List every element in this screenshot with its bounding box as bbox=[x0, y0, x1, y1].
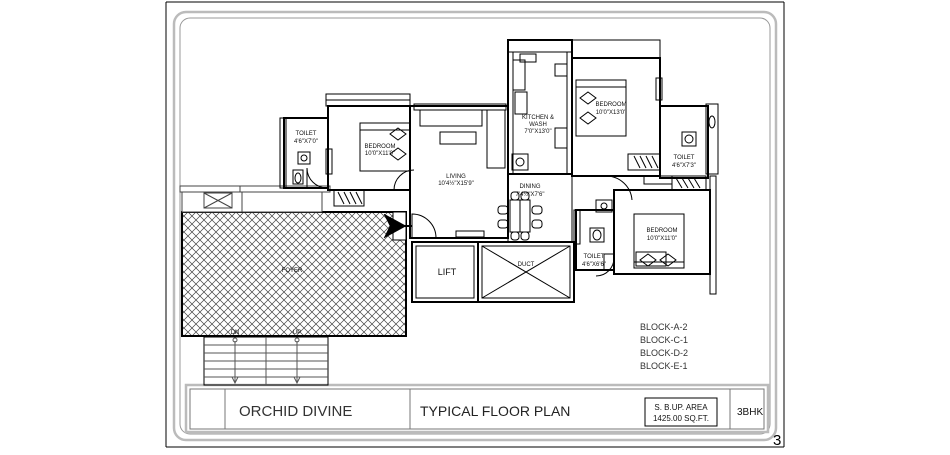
kitchen-size: 7'0"X13'0" bbox=[524, 129, 551, 135]
toilet3-size: 4'6"X6'6" bbox=[582, 262, 606, 268]
staircase bbox=[203, 336, 329, 386]
dining-area bbox=[497, 173, 573, 243]
bedroom2-size: 10'0"X13'0" bbox=[596, 110, 627, 116]
foyer-terrace bbox=[179, 185, 407, 337]
dining-name: DINING bbox=[520, 184, 541, 190]
area-line1: S. B.UP. AREA bbox=[654, 403, 708, 412]
block-1: BLOCK-A-2 bbox=[640, 322, 688, 332]
living-name: LIVING bbox=[446, 174, 466, 180]
living-size: 10'4½"X15'9" bbox=[438, 180, 474, 187]
foyer-label: FOYER bbox=[282, 268, 303, 274]
kitchen-name2: WASH bbox=[529, 122, 547, 128]
project-name: ORCHID DIVINE bbox=[239, 403, 352, 420]
unit-type: 3BHK bbox=[737, 407, 763, 418]
bedroom1-name: BEDROOM bbox=[364, 144, 395, 150]
bedroom2-name: BEDROOM bbox=[595, 102, 626, 108]
toilet1-size: 4'6"X7'0" bbox=[294, 139, 318, 145]
toilet2-size: 4'6"X7'3" bbox=[672, 163, 696, 169]
kitchen-name: KITCHEN & bbox=[522, 115, 554, 121]
page-number: 3 bbox=[773, 432, 781, 449]
bedroom3-size: 10'0"X11'0" bbox=[647, 236, 677, 242]
block-2: BLOCK-C-1 bbox=[640, 335, 688, 345]
dining-size: 7'4½"X7'6" bbox=[516, 191, 545, 198]
sheet-border bbox=[165, 1, 785, 448]
duct-label: DUCT bbox=[518, 262, 535, 268]
room-labels: TOILET 4'6"X7'0" BEDROOM 10'0"X11'0" LIV… bbox=[231, 102, 696, 336]
stair-up-label: UP bbox=[293, 330, 301, 336]
lift-duct bbox=[411, 241, 575, 303]
title-block bbox=[184, 383, 770, 434]
right-wing-top bbox=[571, 39, 719, 201]
toilet1-name: TOILET bbox=[296, 131, 317, 137]
lift-label: LIFT bbox=[438, 267, 457, 277]
bedroom1-size: 10'0"X11'0" bbox=[365, 151, 395, 157]
bedroom3-name: BEDROOM bbox=[646, 228, 677, 234]
right-wing-bottom bbox=[573, 175, 717, 295]
block-list: BLOCK-A-2 BLOCK-C-1 BLOCK-D-2 BLOCK-E-1 bbox=[640, 322, 688, 371]
plan-title: TYPICAL FLOOR PLAN bbox=[420, 403, 570, 419]
living-area bbox=[393, 103, 509, 239]
toilet2-name: TOILET bbox=[674, 155, 695, 161]
kitchen-area bbox=[507, 39, 573, 175]
toilet3-name: TOILET bbox=[584, 254, 605, 260]
stair-down-label: DN bbox=[231, 330, 240, 336]
block-3: BLOCK-D-2 bbox=[640, 348, 688, 358]
area-line2: 1425.00 SQ.FT. bbox=[653, 414, 709, 423]
block-4: BLOCK-E-1 bbox=[640, 361, 688, 371]
